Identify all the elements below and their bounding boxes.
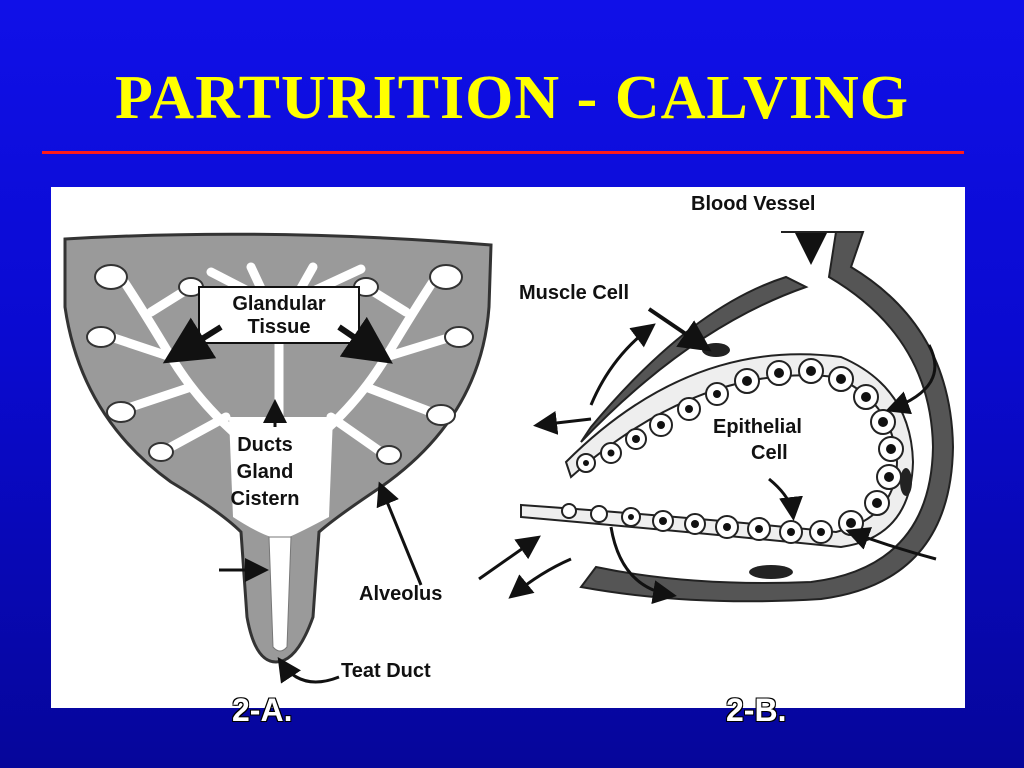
label-teat-duct: Teat Duct [341, 660, 431, 682]
udder-cross-section: Glandular Tissue Ducts Gland Cistern Tea… [63, 232, 493, 684]
arrow-alveolus-a [376, 481, 423, 586]
muscle-cell-top [702, 343, 730, 357]
teat-canal [268, 536, 292, 652]
glandular-tissue-box [198, 286, 360, 344]
muscle-cell-right [900, 468, 912, 496]
label-gland: Gland [237, 461, 294, 483]
label-alveolus: Alveolus [359, 583, 442, 605]
alveolus-detail: Blood Vessel Muscle Cell Epithelial Cell [519, 193, 955, 604]
arrow-teat-duct [277, 657, 340, 684]
label-tissue: Tissue [248, 316, 311, 338]
caption-2a: 2-A. [232, 692, 293, 728]
label-blood-vessel: Blood Vessel [691, 193, 816, 215]
label-cell: Cell [751, 442, 788, 464]
caption-2b: 2-B. [726, 692, 787, 728]
arrow-glandular-left [162, 317, 223, 364]
arrow-alveolus-b [478, 535, 541, 581]
gland-cistern [229, 417, 333, 537]
slide-title: PARTURITION - CALVING [115, 64, 909, 132]
arrow-glandular-right [337, 316, 393, 364]
arrow-bottom-right [845, 527, 937, 561]
arrow-epithelial [768, 477, 803, 521]
label-ducts: Ducts [237, 434, 293, 456]
alveoli-lobes [86, 264, 474, 465]
mammary-diagram-panel: Glandular Tissue Ducts Gland Cistern Tea… [51, 187, 965, 708]
label-epithelial: Epithelial [713, 416, 802, 438]
diagram-svg: Glandular Tissue Ducts Gland Cistern Tea… [63, 193, 955, 684]
arrow-vessel-branch [589, 323, 656, 406]
arrow-right-curve [885, 344, 937, 415]
cell-nuclei [583, 366, 896, 536]
arrow-muscle-cell [647, 307, 712, 352]
arrow-bottom-left [609, 526, 677, 604]
label-cistern: Cistern [231, 488, 300, 510]
muscle-cell-bottom [749, 565, 793, 579]
arrow-outflow-top [533, 411, 592, 435]
arrow-alveolus-c [508, 557, 572, 599]
title-underline [42, 151, 964, 154]
label-muscle-cell: Muscle Cell [519, 282, 629, 304]
blood-vessel-upper-branch [580, 275, 809, 443]
blood-vessel [579, 231, 955, 603]
label-glandular: Glandular [232, 293, 326, 315]
